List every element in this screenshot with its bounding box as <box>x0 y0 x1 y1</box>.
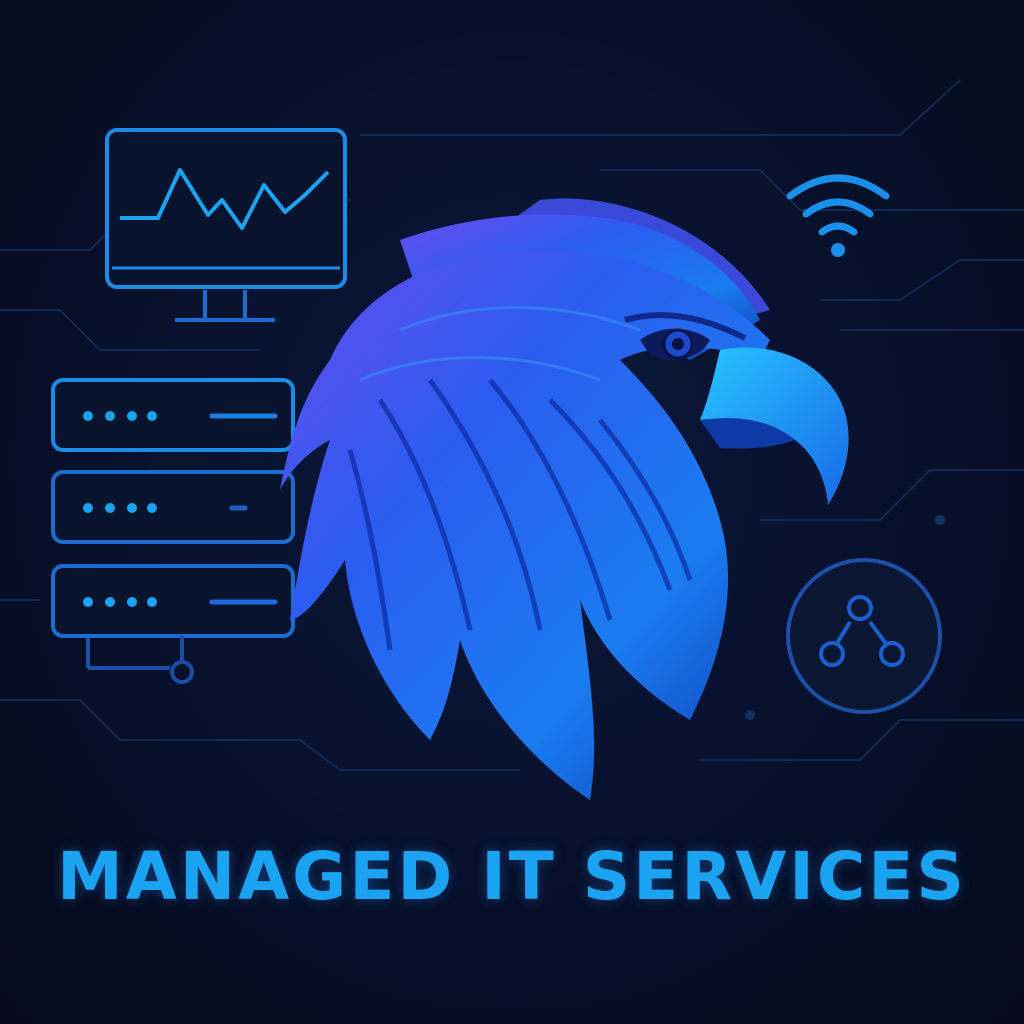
network-nodes-icon <box>786 558 942 714</box>
headline: MANAGED IT SERVICES <box>57 837 967 915</box>
circuit-lines <box>0 79 1024 771</box>
monitor-chart-icon <box>105 128 347 322</box>
server-rack-icon <box>51 378 295 684</box>
eagle-head-logo <box>280 198 849 800</box>
wifi-icon <box>786 174 890 257</box>
